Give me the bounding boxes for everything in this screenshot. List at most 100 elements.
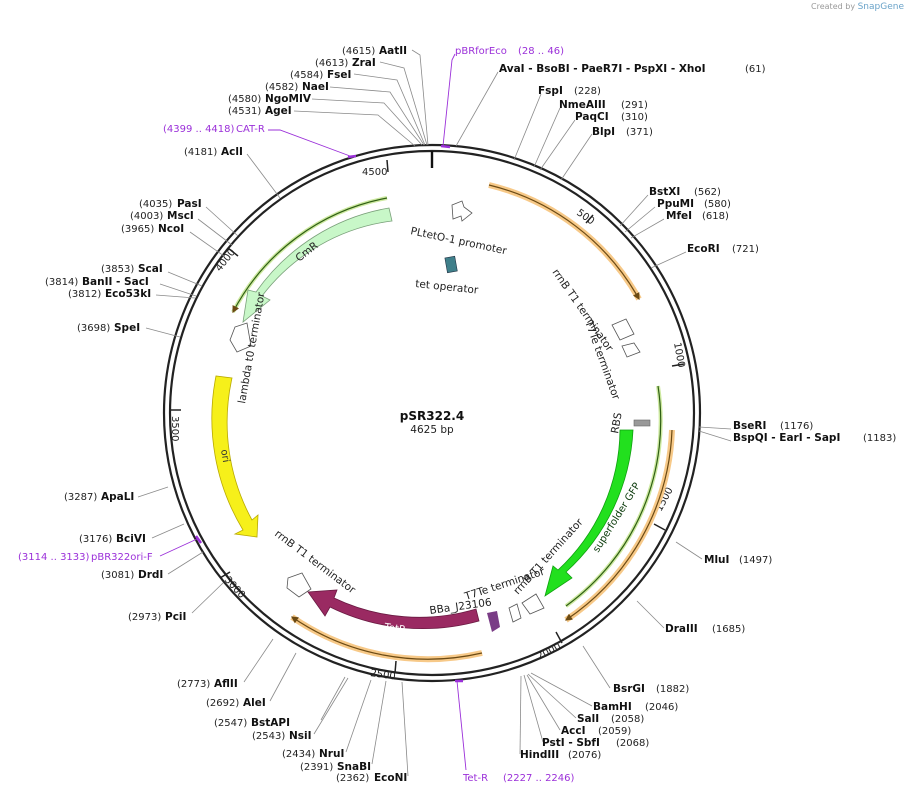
rrnb-terminator-1-arrow [611,318,635,341]
plasmid-name: pSR322.4 [400,409,464,423]
site-banii-pos: (3814) [45,277,78,288]
site-aatii-pos: (4615) [342,46,375,57]
site-bamhi-name: BamHI [593,701,632,713]
site-econi-pos: (2362) [336,773,369,784]
site-fspi-name: FspI [538,85,563,97]
plasmid-size: 4625 bp [410,424,454,436]
site-scai-pos: (3853) [101,264,134,275]
rrnb-terminator-1-label: rrnB T1 terminator [550,267,616,354]
site-agei-name: AgeI [265,105,292,117]
rrnb-terminator-3-label: rrnB T1 terminator [272,528,358,597]
site-agei-pos: (4531) [228,106,261,117]
site-ppumi-pos: (580) [704,199,731,210]
site-msci-pos: (4003) [130,211,163,222]
ori-feature [211,375,259,538]
site-ncoi-pos: (3965) [121,224,154,235]
site-bstxi-name: BstXI [649,186,680,198]
site-pcii-name: PciI [165,611,186,623]
site-nsii-pos: (2543) [252,731,285,742]
primer-pbrforeco-name: pBRforEco [455,46,507,57]
site-naei-pos: (4582) [265,82,298,93]
primer-bars [194,144,463,683]
site-sali-pos: (2058) [611,714,644,725]
site-hindiii-name: HindIII [520,749,559,761]
bba-promoter-arrow [487,611,500,632]
site-bsrgi-name: BsrGI [613,683,645,695]
tick-label-1000: 1000 [671,342,686,369]
site-sali-name: SalI [577,713,599,725]
site-acli-pos: (4181) [184,147,217,158]
site-bamhi-pos: (2046) [645,702,678,713]
site-alei-name: AleI [243,697,266,709]
site-bspqi-name: BspQI - EarI - SapI [733,432,840,444]
site-draiii-name: DraIII [665,623,698,635]
site-fspi-pos: (228) [574,86,601,97]
site-mlui-name: MluI [704,554,729,566]
site-ngomiv-name: NgoMIV [265,93,312,105]
backbone [162,143,702,683]
tick-label-4500: 4500 [362,167,387,178]
site-spei-pos: (3698) [77,323,110,334]
primer-binding-arcs [231,182,675,663]
site-snabi-pos: (2391) [300,762,333,773]
rrnb-terminator-2-arrow [521,593,545,615]
snapgene-credit: Created by SnapGene [811,2,904,12]
t7te-terminator-1-arrow [621,342,641,358]
site-avai-pos: (61) [745,64,766,75]
site-aatii-name: AatII [379,45,407,57]
tet-operator-label: tet operator [415,278,480,297]
site-banii-name: BanII - SacI [82,276,149,288]
site-nrui-pos: (2434) [282,749,315,760]
site-acci-name: AccI [561,725,585,737]
primer-bar-pbr322ori-f [194,535,203,544]
site-mfei-name: MfeI [666,210,692,222]
site-blpi-name: BlpI [592,126,615,138]
site-econi-name: EcoNI [374,772,407,784]
site-bseri-pos: (1176) [780,421,813,432]
credit-prefix: Created by [811,2,856,11]
lambda-terminator-arrow [229,322,252,353]
site-hindiii-pos: (2076) [568,750,601,761]
site-zrai-name: ZraI [352,57,376,69]
site-scai-name: ScaI [138,263,163,275]
primer-tet-r-name: Tet-R [462,773,488,784]
pltet-promoter-arrow [451,200,473,222]
tet-operator-marker [444,255,458,274]
tetr-label: TetR [383,622,407,636]
restriction-sites: (4615) AatII (4613) ZraI (4584) FseI (45… [45,45,896,784]
primer-cat-r-range: (4399 .. 4418) [163,124,235,135]
tetr-feature [307,589,480,630]
site-apali-pos: (3287) [64,492,97,503]
site-acci-pos: (2059) [598,726,631,737]
site-bstapi-pos: (2547) [214,718,247,729]
rbs-label: RBS [609,411,625,434]
site-psti-pos: (2068) [616,738,649,749]
tick-label-2500: 2500 [370,668,397,682]
tick-label-2000: 2000 [535,641,563,663]
site-pasi-name: PasI [177,198,202,210]
site-bstxi-pos: (562) [694,187,721,198]
site-mfei-pos: (618) [702,211,729,222]
site-bcivi-pos: (3176) [79,534,112,545]
site-mlui-pos: (1497) [739,555,772,566]
site-fsei-pos: (4584) [290,70,323,81]
site-pcii-pos: (2973) [128,612,161,623]
site-bseri-name: BseRI [733,420,766,432]
site-bstapi-name: BstAPI [251,717,290,729]
primer-pbr322ori-f-range: (3114 .. 3133) [18,552,90,563]
site-paqci-name: PaqCI [575,111,609,123]
site-bspqi-pos: (1183) [863,433,896,444]
site-alei-pos: (2692) [206,698,239,709]
site-ncoi-name: NcoI [158,223,184,235]
site-msci-name: MscI [167,210,194,222]
site-paqci-pos: (310) [621,112,648,123]
primer-tet-r-range: (2227 .. 2246) [503,773,575,784]
primer-cat-r-name: CAT-R [236,124,265,135]
site-acli-name: AclI [221,146,243,158]
site-aflii-name: AflII [214,678,238,690]
primer-bar-cat-r [347,154,357,159]
t7te-terminator-2-arrow [508,603,522,623]
site-nmeaiii-name: NmeAIII [559,99,606,111]
site-aflii-pos: (2773) [177,679,210,690]
